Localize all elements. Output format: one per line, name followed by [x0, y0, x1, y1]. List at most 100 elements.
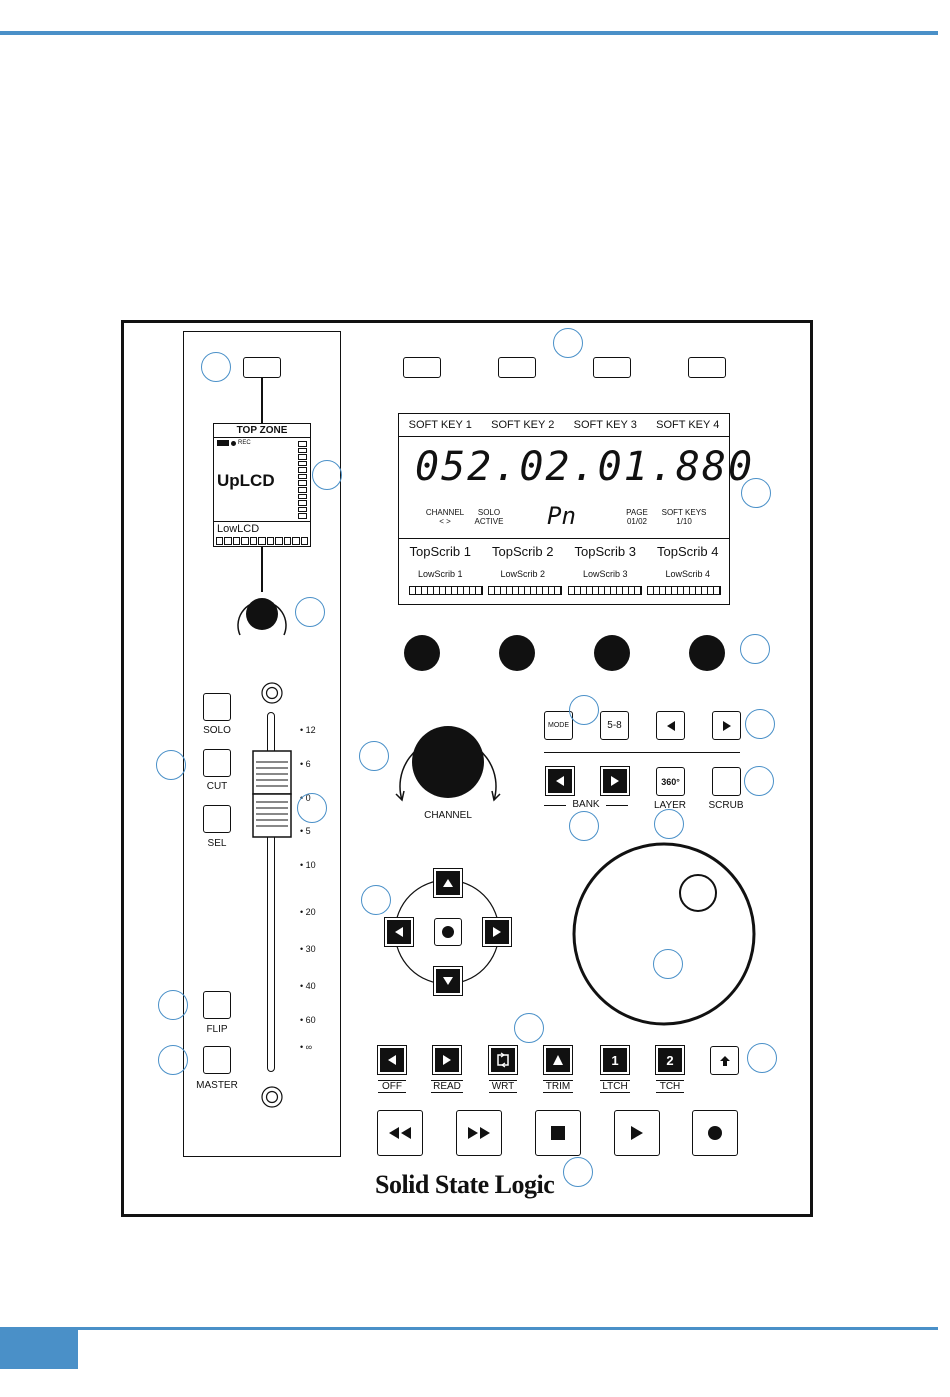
flip-button[interactable] [203, 991, 231, 1019]
callout-marker [158, 1045, 188, 1075]
controller-panel [121, 320, 813, 1217]
nav-left-button[interactable] [656, 711, 685, 740]
scale-mark: • 60 [300, 1015, 316, 1025]
page-tab [0, 1327, 78, 1369]
callout-marker [744, 766, 774, 796]
layer-button[interactable]: 360° [656, 767, 685, 796]
automation-label: LTCH [600, 1080, 630, 1093]
shift-button[interactable] [710, 1046, 739, 1075]
layer-label: LAYER [653, 800, 687, 811]
callout-marker [361, 885, 391, 915]
latch-number: 1 [611, 1052, 619, 1068]
top-zone-label: TOP ZONE [214, 424, 310, 438]
fast-forward-button[interactable] [456, 1110, 502, 1156]
scale-mark: • 30 [300, 944, 316, 954]
soft-key-3-button[interactable] [593, 357, 631, 378]
master-label: MASTER [196, 1080, 238, 1091]
automation-latch-button[interactable]: 1 [600, 1045, 630, 1075]
callout-marker [297, 793, 327, 823]
strip-top-button[interactable] [243, 357, 281, 378]
encoder-knob-4[interactable] [689, 635, 725, 671]
soft-key-4-button[interactable] [688, 357, 726, 378]
touch-number: 2 [666, 1052, 674, 1068]
automation-trim-button[interactable] [543, 1045, 573, 1075]
soft-key-label: SOFT KEY 2 [491, 419, 555, 431]
callout-marker [201, 352, 231, 382]
fader-track [267, 712, 275, 1072]
callout-marker [745, 709, 775, 739]
lcd-meters [409, 586, 721, 595]
dpad-down-button[interactable] [433, 966, 463, 996]
dpad-left-button[interactable] [384, 917, 414, 947]
triangle-right-icon [722, 720, 731, 731]
callout-marker [359, 741, 389, 771]
triangle-up-icon [443, 879, 453, 887]
master-button[interactable] [203, 1046, 231, 1074]
jog-wheel[interactable] [571, 841, 757, 1027]
solo-button[interactable] [203, 693, 231, 721]
soft-key-label: SOFT KEY 4 [656, 419, 720, 431]
scale-mark: • 10 [300, 860, 316, 870]
bank-right-button[interactable] [600, 766, 630, 796]
sel-button[interactable] [203, 805, 231, 833]
scale-mark: • 12 [300, 725, 316, 735]
callout-marker [569, 811, 599, 841]
bottom-rule [0, 1327, 938, 1330]
connector-line [261, 547, 263, 592]
encoder-knob-2[interactable] [499, 635, 535, 671]
top-scrib: TopScrib 1 [409, 544, 471, 559]
scrub-button[interactable] [712, 767, 741, 796]
encoder-knob-1[interactable] [404, 635, 440, 671]
stop-icon [551, 1126, 565, 1140]
callout-marker [312, 460, 342, 490]
brand-logo: Solid State Logic [375, 1170, 555, 1199]
scale-mark: • 20 [300, 907, 316, 917]
stop-button[interactable] [535, 1110, 581, 1156]
bank-label: BANK [566, 799, 606, 810]
five-eight-button[interactable]: 5-8 [600, 711, 629, 740]
dpad-center-button[interactable] [434, 918, 462, 946]
play-button[interactable] [614, 1110, 660, 1156]
soft-key-label: SOFT KEY 3 [573, 419, 637, 431]
low-scribs: LowScrib 1 LowScrib 2 LowScrib 3 LowScri… [399, 569, 729, 579]
dpad-up-button[interactable] [433, 868, 463, 898]
automation-label: TCH [656, 1080, 684, 1093]
main-lcd: SOFT KEY 1 SOFT KEY 2 SOFT KEY 3 SOFT KE… [398, 413, 752, 605]
mode-display: Pn [547, 502, 576, 530]
channel-encoder[interactable] [386, 704, 510, 808]
top-scrib: TopScrib 2 [492, 544, 554, 559]
bank-left-button[interactable] [545, 766, 575, 796]
triangle-left-icon [556, 776, 564, 786]
soft-key-1-button[interactable] [403, 357, 441, 378]
callout-marker [569, 695, 599, 725]
channel-indicator: CHANNEL< > [425, 508, 465, 526]
five-eight-label: 5-8 [607, 720, 622, 731]
encoder-knob-3[interactable] [594, 635, 630, 671]
soft-key-2-button[interactable] [498, 357, 536, 378]
cut-label: CUT [206, 781, 228, 792]
callout-marker [514, 1013, 544, 1043]
cut-button[interactable] [203, 749, 231, 777]
arrow-up-icon [719, 1055, 730, 1066]
top-scribs: TopScrib 1 TopScrib 2 TopScrib 3 TopScri… [399, 544, 729, 559]
automation-off-button[interactable] [377, 1045, 407, 1075]
record-button[interactable] [692, 1110, 738, 1156]
low-scrib: LowScrib 2 [500, 569, 546, 579]
nav-right-button[interactable] [712, 711, 741, 740]
record-icon [708, 1126, 722, 1140]
rewind-button[interactable] [377, 1110, 423, 1156]
timecode-display: 052.02.01.880 [415, 444, 755, 490]
strip-pot[interactable] [230, 585, 294, 643]
mode-button[interactable]: MODE [544, 711, 573, 740]
dot-icon [442, 926, 454, 938]
automation-touch-button[interactable]: 2 [655, 1045, 685, 1075]
automation-read-button[interactable] [432, 1045, 462, 1075]
scrub-label: SCRUB [708, 800, 744, 811]
fader-cap[interactable] [252, 750, 292, 840]
automation-write-button[interactable] [488, 1045, 518, 1075]
connector-line [261, 378, 263, 423]
triangle-left-icon [388, 1055, 396, 1065]
top-scrib: TopScrib 3 [574, 544, 636, 559]
dpad-right-button[interactable] [482, 917, 512, 947]
